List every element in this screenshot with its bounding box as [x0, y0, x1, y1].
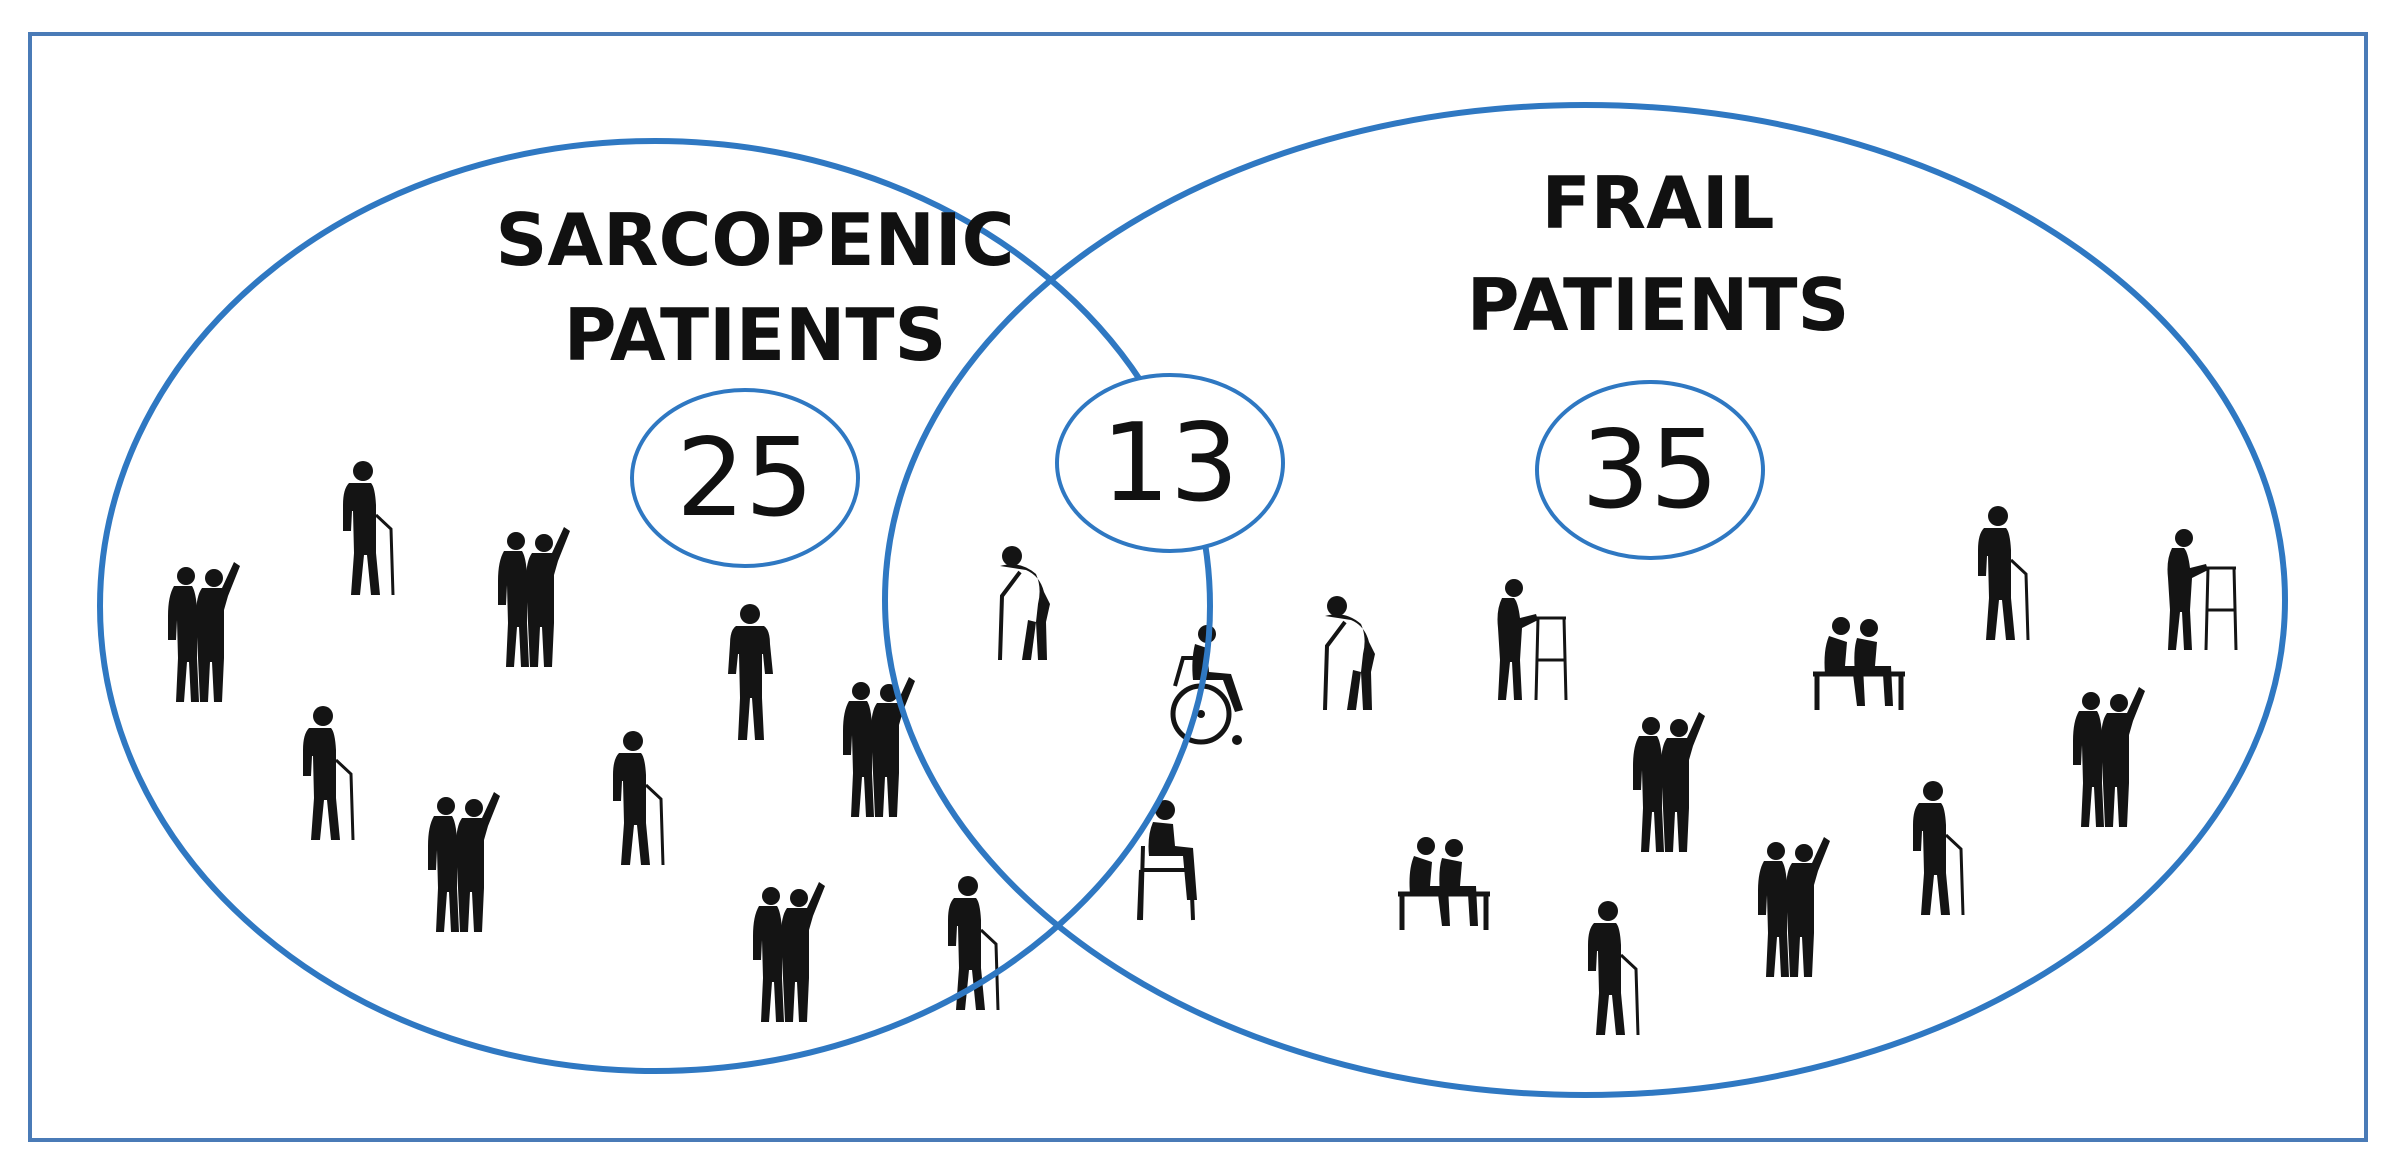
diagram-frame — [28, 32, 2368, 1142]
frail-label-line-1: FRAIL — [1541, 161, 1774, 245]
sarcopenic-count-oval — [630, 388, 860, 568]
intersection-count-oval — [1055, 373, 1285, 553]
sarcopenic-only-count: 25 — [676, 416, 813, 541]
frail-label-line-2: PATIENTS — [1467, 263, 1850, 347]
frail-only-count: 35 — [1581, 408, 1718, 533]
sarcopenic-label-line-1: SARCOPENIC — [496, 198, 1015, 282]
sarcopenic-label-line-2: PATIENTS — [564, 293, 947, 377]
frail-count-oval — [1535, 380, 1765, 560]
intersection-count: 13 — [1101, 401, 1238, 526]
sarcopenic-set-ellipse — [97, 138, 1213, 1074]
frail-set-ellipse — [882, 102, 2288, 1098]
